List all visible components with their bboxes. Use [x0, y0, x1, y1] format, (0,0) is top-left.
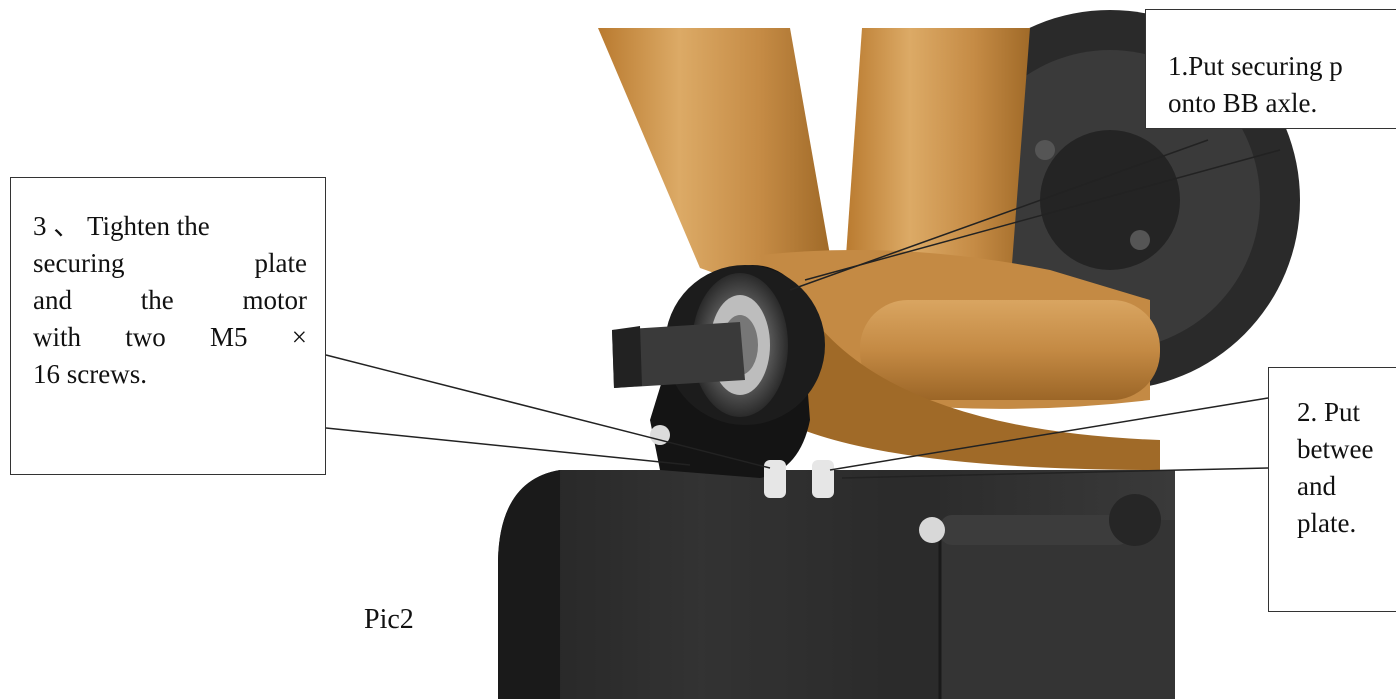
callout-step-1-line-2: onto BB axle. — [1168, 88, 1318, 118]
leader-lines — [325, 139, 1281, 479]
callout-step-3-line-1: 3 、 Tighten the — [33, 211, 210, 241]
callout-step-3-line-2: securing plate — [33, 248, 307, 278]
callout-step-3-line-5: 16 screws. — [33, 359, 147, 389]
figure-label: Pic2 — [364, 604, 414, 635]
motor-housing — [498, 470, 1175, 699]
callout-step-1: 1.Put securing p onto BB axle. — [1145, 9, 1396, 129]
callout-step-2-line-3: and — [1297, 471, 1336, 501]
m5-screws — [650, 425, 834, 498]
bike-frame — [598, 28, 1160, 470]
callout-step-2-line-4: plate. — [1297, 508, 1357, 538]
callout-step-1-line-1: 1.Put securing p — [1168, 51, 1343, 81]
callout-step-2-line-1: 2. Put — [1297, 397, 1361, 427]
callout-step-3: 3 、 Tighten the securing plate and the m… — [10, 177, 326, 475]
callout-step-2: 2. Put betwee and plate. — [1268, 367, 1396, 612]
callout-step-3-line-4: with two M5 × — [33, 322, 307, 352]
callout-step-2-line-2: betwee — [1297, 434, 1374, 464]
callout-step-3-line-3: and the motor — [33, 285, 307, 315]
bb-axle — [612, 322, 745, 388]
